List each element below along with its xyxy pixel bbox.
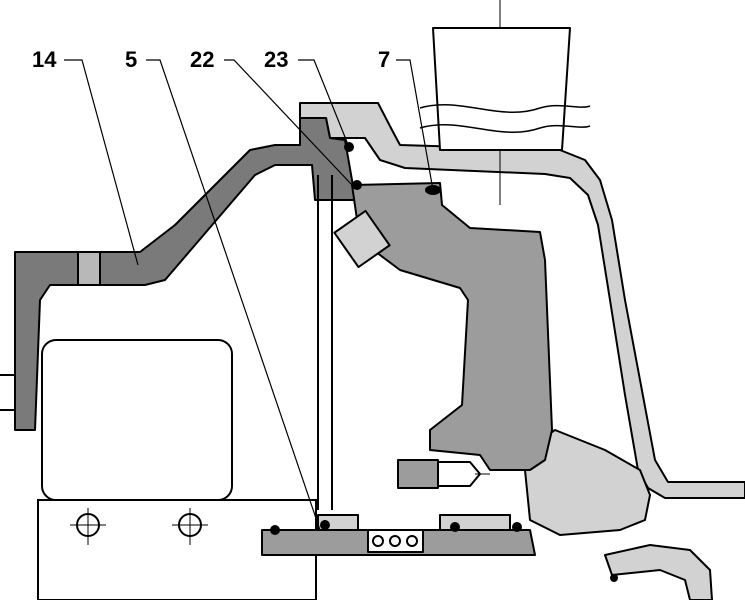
pipe-break-lines xyxy=(419,0,591,205)
impeller-screw xyxy=(397,459,439,489)
leader-22 xyxy=(224,59,353,186)
leader-5 xyxy=(146,59,321,531)
discharge-pipe xyxy=(432,27,571,151)
outer-casing xyxy=(299,27,745,601)
callout-labels: 14 5 22 23 7 xyxy=(32,47,390,72)
leader-lines xyxy=(64,59,434,531)
leader-14 xyxy=(64,59,139,266)
callout-7: 7 xyxy=(378,47,390,72)
volute-housing xyxy=(299,102,745,499)
bracket-boss xyxy=(77,251,101,286)
seal-housing xyxy=(333,182,553,471)
callout-23: 23 xyxy=(264,47,288,72)
housing-body xyxy=(351,182,553,471)
motor-housing xyxy=(41,339,233,501)
callout-5: 5 xyxy=(125,47,137,72)
set-screw xyxy=(333,209,391,269)
leader-23 xyxy=(298,59,350,148)
motor-bracket xyxy=(14,117,356,431)
callout-22: 22 xyxy=(190,47,214,72)
bottom-right-casing xyxy=(604,544,713,601)
mechanical-seal xyxy=(261,459,536,556)
callout-14: 14 xyxy=(32,47,57,72)
shaft xyxy=(317,175,333,510)
leader-7 xyxy=(396,59,434,191)
